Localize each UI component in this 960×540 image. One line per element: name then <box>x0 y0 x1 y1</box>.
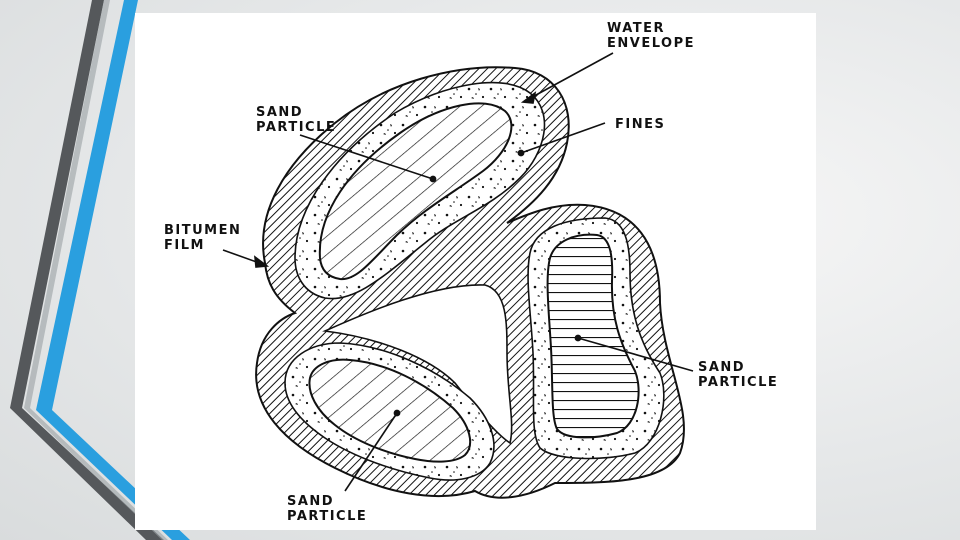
label-sand-particle-right: SAND PARTICLE <box>698 360 778 390</box>
label-sand-particle-right-line1: SAND <box>698 360 778 375</box>
label-sand-particle-top: SAND PARTICLE <box>256 105 336 135</box>
label-sand-particle-bottom: SAND PARTICLE <box>287 494 367 524</box>
label-sand-particle-top-line1: SAND <box>256 105 336 120</box>
oil-sand-structure-diagram <box>135 13 816 530</box>
label-sand-particle-bottom-line1: SAND <box>287 494 367 509</box>
label-bitumen-film-line1: BITUMEN <box>164 223 241 238</box>
label-sand-particle-bottom-line2: PARTICLE <box>287 509 367 524</box>
label-water-envelope-line2: ENVELOPE <box>607 36 695 51</box>
label-bitumen-film: BITUMEN FILM <box>164 223 241 253</box>
label-water-envelope: WATER ENVELOPE <box>607 21 695 51</box>
dot-sand-right <box>575 335 580 340</box>
label-bitumen-film-line2: FILM <box>164 238 241 253</box>
label-sand-particle-right-line2: PARTICLE <box>698 375 778 390</box>
dot-sand-bottom <box>394 410 399 415</box>
label-sand-particle-top-line2: PARTICLE <box>256 120 336 135</box>
label-fines: FINES <box>615 117 665 132</box>
dot-fines <box>518 150 523 155</box>
diagram-panel: WATER ENVELOPE FINES SAND PARTICLE BITUM… <box>135 13 816 530</box>
label-water-envelope-line1: WATER <box>607 21 695 36</box>
dot-sand-top <box>430 176 435 181</box>
